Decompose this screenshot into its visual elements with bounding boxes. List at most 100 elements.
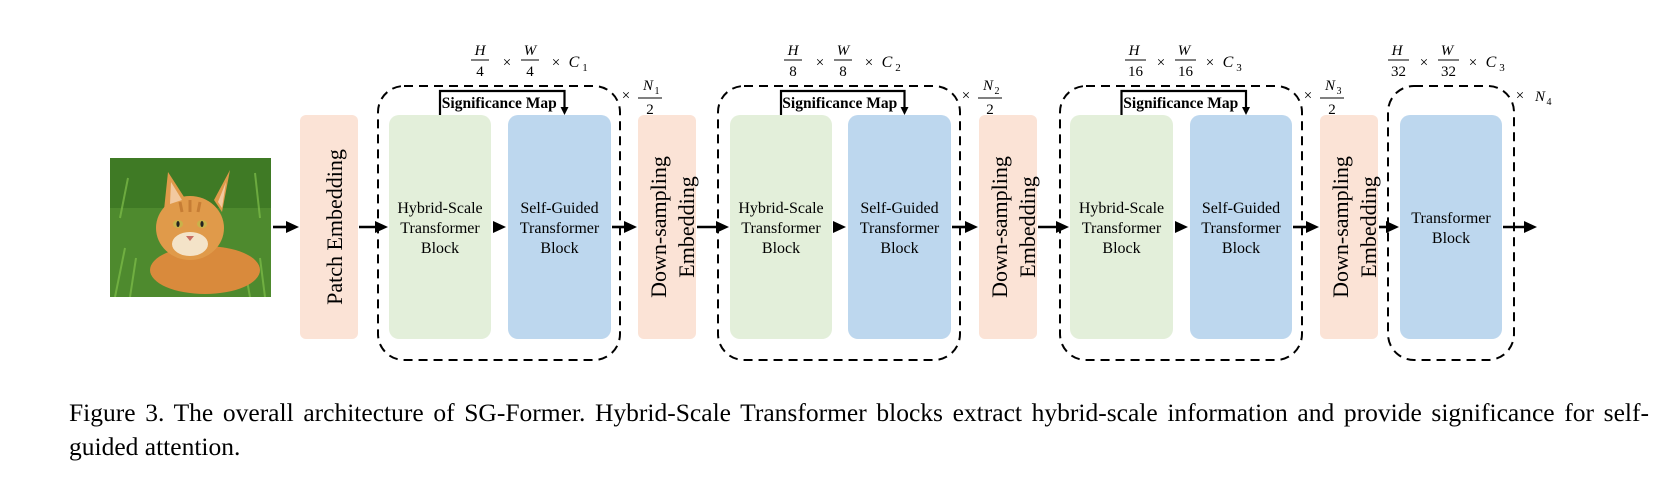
flow-arrow-image-to-patch-head bbox=[286, 221, 299, 233]
flow-arrow-output-head bbox=[1524, 221, 1537, 233]
block-label: Hybrid-Scale bbox=[738, 200, 823, 217]
embedding-box bbox=[979, 115, 1037, 339]
significance-map: Significance Map bbox=[779, 89, 909, 115]
repeat-denominator: 2 bbox=[1328, 102, 1336, 118]
embedding-box bbox=[1320, 115, 1378, 339]
block-box bbox=[1190, 115, 1292, 339]
block-label: Transformer bbox=[860, 220, 940, 237]
stage-3: Hybrid-ScaleTransformerBlockSelf-GuidedT… bbox=[1059, 43, 1344, 361]
times-sign: × bbox=[1420, 55, 1428, 71]
flow-arrow-head bbox=[1056, 221, 1069, 233]
significance-map-arrow bbox=[438, 89, 569, 115]
channel-symbol: C bbox=[882, 54, 893, 71]
channel-subscript: 2 bbox=[895, 62, 901, 74]
channel-symbol: C bbox=[569, 54, 580, 71]
fraction-denominator: 4 bbox=[526, 64, 534, 80]
embedding-box bbox=[638, 115, 696, 339]
stage-dashed-box bbox=[717, 85, 961, 361]
block-label: Hybrid-Scale bbox=[397, 200, 482, 217]
times-sign: × bbox=[1516, 88, 1524, 104]
times-sign: × bbox=[816, 55, 824, 71]
embedding-label: Embedding bbox=[674, 176, 699, 277]
flow-arrow-head bbox=[624, 221, 637, 233]
repeat-n-subscript: 3 bbox=[1337, 86, 1342, 97]
channel-symbol: C bbox=[1486, 54, 1497, 71]
channel-subscript: 3 bbox=[1499, 62, 1505, 74]
fraction-numerator: W bbox=[837, 43, 851, 59]
significance-map-label: Significance Map bbox=[442, 95, 557, 112]
block-box bbox=[848, 115, 951, 339]
times-sign: × bbox=[1206, 55, 1214, 71]
fraction-numerator: W bbox=[524, 43, 538, 59]
repeat-n-subscript: 1 bbox=[655, 86, 660, 97]
fraction-denominator: 32 bbox=[1391, 64, 1406, 80]
times-sign: × bbox=[865, 55, 873, 71]
block-box bbox=[508, 115, 611, 339]
fraction-numerator: H bbox=[474, 43, 487, 59]
block-label: Hybrid-Scale bbox=[1079, 200, 1164, 217]
stage-1: Hybrid-ScaleTransformerBlockSelf-GuidedT… bbox=[377, 43, 662, 361]
flow-arrow-head bbox=[1386, 221, 1399, 233]
block-label: Transformer bbox=[1411, 210, 1491, 227]
block-box bbox=[1400, 115, 1502, 339]
times-sign: × bbox=[1304, 88, 1312, 104]
block-label: Block bbox=[1432, 230, 1470, 247]
flow-arrow-head bbox=[375, 221, 388, 233]
channel-subscript: 3 bbox=[1236, 62, 1242, 74]
repeat-n: N bbox=[1534, 89, 1546, 105]
times-sign: × bbox=[552, 55, 560, 71]
significance-map-arrow bbox=[779, 89, 909, 115]
repeat-denominator: 2 bbox=[646, 102, 654, 118]
block-label: Block bbox=[1102, 240, 1140, 257]
times-sign: × bbox=[1469, 55, 1477, 71]
block-label: Block bbox=[1222, 240, 1260, 257]
fraction-denominator: 8 bbox=[789, 64, 797, 80]
repeat-n: N bbox=[642, 78, 654, 94]
block-box bbox=[1070, 115, 1173, 339]
flow-arrow-head bbox=[1306, 221, 1319, 233]
fraction-denominator: 4 bbox=[476, 64, 484, 80]
block-to-block-arrow-head bbox=[493, 221, 506, 233]
input-cat-image bbox=[110, 158, 271, 297]
block-label: Transformer bbox=[400, 220, 480, 237]
block-label: Block bbox=[540, 240, 578, 257]
significance-map-label: Significance Map bbox=[782, 95, 897, 112]
embedding-label: Embedding bbox=[1356, 176, 1381, 277]
block-box bbox=[389, 115, 491, 339]
times-sign: × bbox=[622, 88, 630, 104]
significance-map-arrow bbox=[1120, 89, 1250, 115]
fraction-numerator: W bbox=[1441, 43, 1455, 59]
block-to-block-arrow-head bbox=[833, 221, 846, 233]
embedding-label: Down-sampling bbox=[1328, 156, 1353, 298]
fraction-numerator: H bbox=[787, 43, 800, 59]
stage-dashed-box bbox=[1059, 85, 1303, 361]
flow-arrow-head bbox=[965, 221, 978, 233]
block-label: Block bbox=[880, 240, 918, 257]
block-label: Transformer bbox=[741, 220, 821, 237]
block-label: Self-Guided bbox=[860, 200, 938, 217]
block-label: Transformer bbox=[1082, 220, 1162, 237]
block-label: Self-Guided bbox=[1202, 200, 1280, 217]
repeat-denominator: 2 bbox=[986, 102, 994, 118]
block-label: Block bbox=[762, 240, 800, 257]
block-box bbox=[730, 115, 832, 339]
cat-photo bbox=[110, 158, 271, 297]
significance-map: Significance Map bbox=[438, 89, 569, 115]
